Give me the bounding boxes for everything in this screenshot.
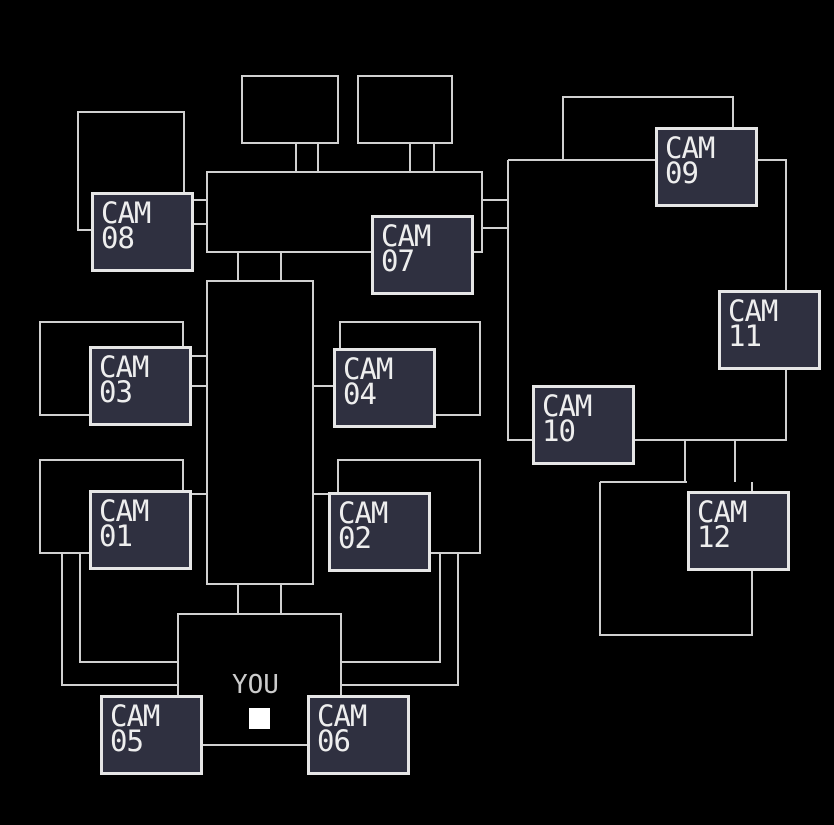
- cam-number: 04: [343, 377, 377, 411]
- cam-number: 08: [101, 221, 135, 255]
- cam-number: 05: [110, 724, 144, 758]
- you-label: YOU: [232, 670, 279, 700]
- cam-label: CAM: [317, 699, 367, 733]
- cam-label: CAM: [99, 350, 149, 384]
- player-marker-icon: [249, 708, 270, 729]
- cam-number: 12: [697, 520, 731, 554]
- cam-number: 06: [317, 724, 351, 758]
- cam-number: 09: [665, 156, 699, 190]
- cam-label: CAM: [338, 496, 388, 530]
- cam-number: 07: [381, 244, 415, 278]
- cam-label: CAM: [665, 131, 715, 165]
- cam-number: 02: [338, 521, 372, 555]
- cam-label: CAM: [99, 494, 149, 528]
- cam-label: CAM: [697, 495, 747, 529]
- cam-number: 10: [542, 414, 576, 448]
- cam-number: 11: [728, 319, 762, 353]
- cam-label: CAM: [101, 196, 151, 230]
- cam-label: CAM: [110, 699, 160, 733]
- cam-label: CAM: [728, 294, 778, 328]
- cam-label: CAM: [343, 352, 393, 386]
- cam-number: 03: [99, 375, 133, 409]
- cam-label: CAM: [542, 389, 592, 423]
- cam-number: 01: [99, 519, 133, 553]
- cam-label: CAM: [381, 219, 431, 253]
